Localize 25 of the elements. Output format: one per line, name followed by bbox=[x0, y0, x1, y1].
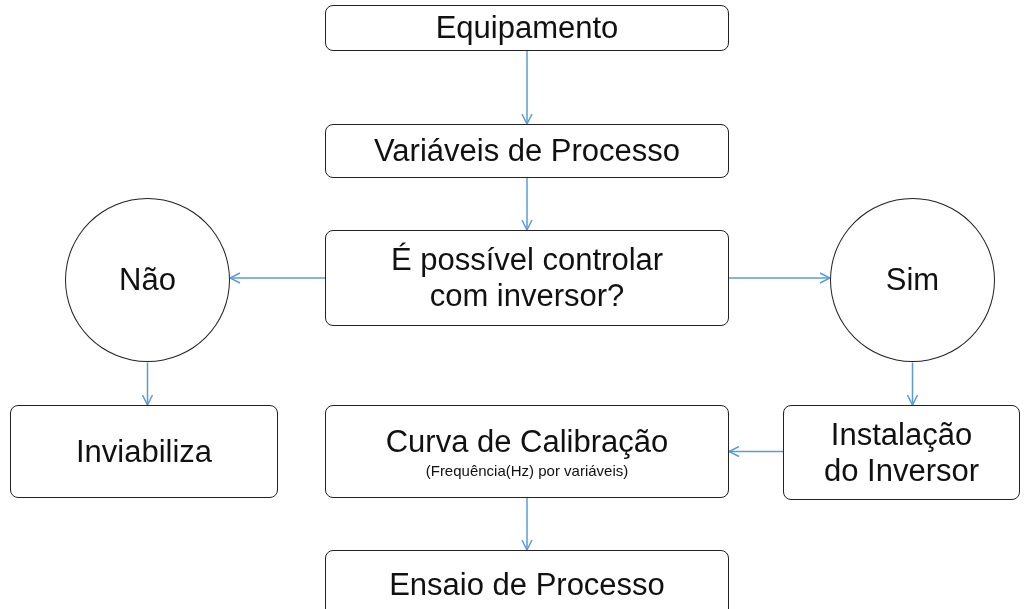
arrow bbox=[521, 497, 533, 551]
process-box bbox=[325, 5, 729, 51]
process-box bbox=[325, 405, 729, 498]
node-title: Equipamento bbox=[435, 10, 619, 46]
process-box bbox=[325, 124, 729, 178]
node-title: Instalação do Inversor bbox=[822, 416, 981, 489]
node-subtitle: (Frequência(Hz) por variáveis) bbox=[425, 462, 629, 480]
arrow bbox=[728, 272, 831, 284]
process-box bbox=[325, 550, 729, 609]
arrow bbox=[906, 361, 919, 406]
arrow bbox=[229, 272, 326, 284]
process-box bbox=[783, 405, 1020, 500]
node-title: Curva de Calibração bbox=[385, 423, 669, 460]
arrow bbox=[521, 50, 533, 125]
arrow bbox=[141, 361, 154, 406]
node-title: Não bbox=[119, 262, 176, 298]
node-title: É possível controlar com inversor? bbox=[389, 242, 665, 314]
node-title: Sim bbox=[885, 262, 940, 298]
node-title: Variáveis de Processo bbox=[373, 133, 681, 169]
process-box bbox=[10, 405, 278, 498]
arrow bbox=[728, 445, 784, 458]
arrow bbox=[521, 177, 533, 231]
process-box bbox=[325, 230, 729, 326]
node-title: Inviabiliza bbox=[75, 433, 213, 470]
node-title: Ensaio de Processo bbox=[389, 567, 665, 603]
